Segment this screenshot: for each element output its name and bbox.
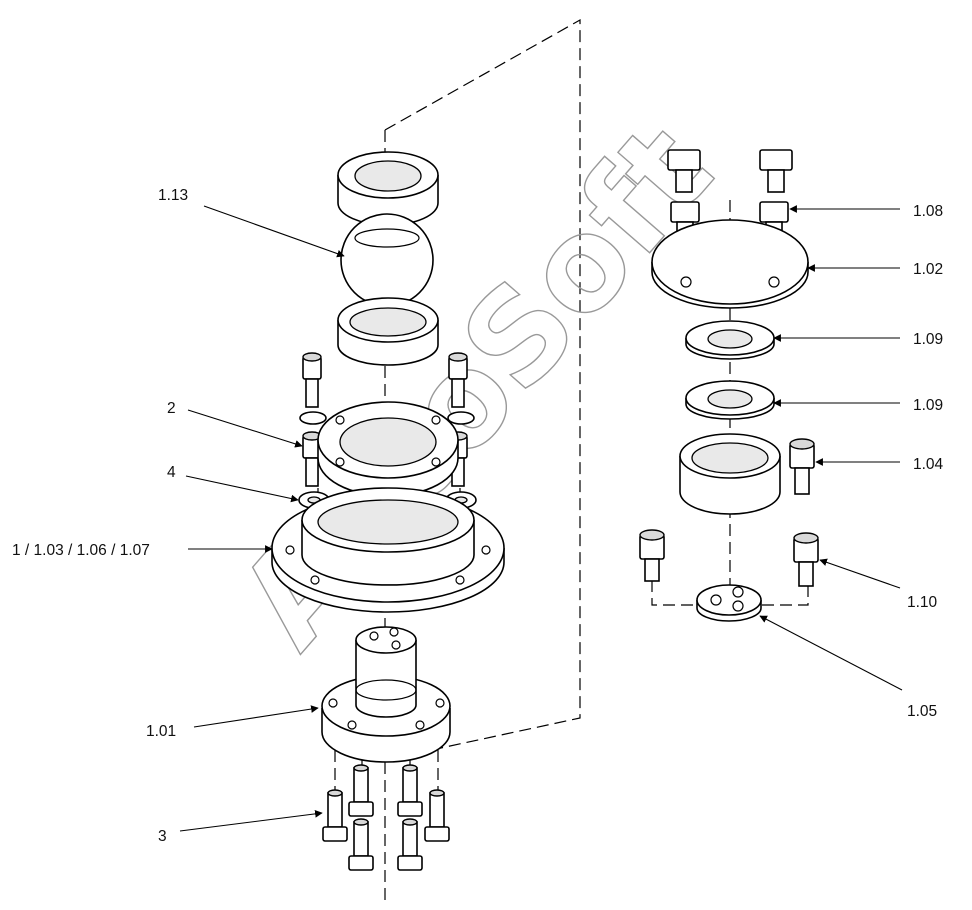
part-1-13-lower-ring: [337, 297, 439, 366]
part-1-09-lower-washer: [685, 380, 775, 420]
label-1-04: 1.04: [913, 456, 944, 473]
part-1-02-cover-disc: [651, 219, 809, 309]
label-1-02: 1.02: [913, 261, 943, 278]
part-labels: 1.13 2 4 1 / 1.03 / 1.06 / 1.07 1.01 3 1…: [12, 187, 944, 845]
label-1-housing: 1 / 1.03 / 1.06 / 1.07: [12, 542, 150, 559]
part-2-screws: [299, 352, 475, 487]
label-1-01: 1.01: [146, 723, 176, 740]
label-4: 4: [167, 464, 176, 481]
part-1-01-spindle: [321, 626, 451, 763]
label-1-09-upper: 1.09: [913, 331, 943, 348]
part-1-04-ring: [679, 433, 781, 515]
label-1-10: 1.10: [907, 594, 938, 611]
part-3-bottom-bolts: [322, 764, 450, 871]
part-1-10-screws: [639, 529, 819, 587]
label-2: 2: [167, 400, 176, 417]
label-1-09-lower: 1.09: [913, 397, 943, 414]
label-1-08: 1.08: [913, 203, 943, 220]
part-1-05-small-disc: [696, 584, 762, 622]
leader-lines: [179, 205, 903, 832]
part-1-13-top-ring: [337, 151, 439, 226]
upper-flange-plate: [317, 401, 459, 497]
part-1-main-housing: [271, 487, 505, 613]
label-3: 3: [158, 828, 167, 845]
part-1-04-screw: [789, 438, 815, 495]
part-1-13-ball: [340, 213, 434, 307]
label-1-13: 1.13: [158, 187, 188, 204]
label-1-05: 1.05: [907, 703, 937, 720]
part-1-09-upper-washer: [685, 320, 775, 360]
